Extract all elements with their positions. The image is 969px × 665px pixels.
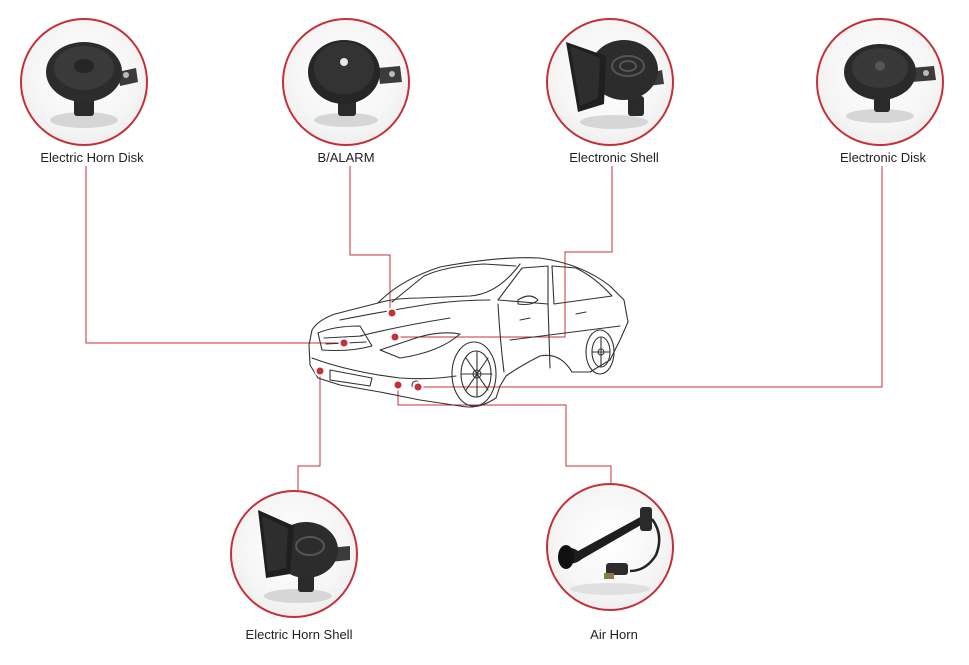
horn-location-markers: [314, 307, 424, 393]
product-b-alarm[interactable]: [282, 18, 410, 146]
electric-horn-disk-icon: [46, 42, 138, 128]
product-electric-horn-disk[interactable]: [20, 18, 148, 146]
marker-b-alarm: [386, 307, 398, 319]
product-label[interactable]: Electronic Shell: [569, 150, 659, 165]
air-horn-icon: [558, 507, 661, 595]
electronic-disk-horn-icon: [844, 44, 936, 123]
electronic-shell-horn-icon: [566, 40, 664, 129]
car-illustration: [308, 257, 629, 408]
product-label[interactable]: Electric Horn Disk: [40, 150, 144, 165]
product-label[interactable]: Air Horn: [590, 627, 638, 642]
electric-horn-shell-icon: [258, 510, 350, 603]
connector-line-b-alarm: [349, 166, 391, 312]
marker-electronic-disk: [412, 381, 424, 393]
product-electric-horn-shell[interactable]: [230, 490, 358, 618]
marker-air-horn: [392, 379, 404, 391]
connector-line-air-horn: [397, 385, 612, 483]
marker-electronic-shell: [389, 331, 401, 343]
connector-line-electric-horn-shell: [297, 371, 321, 490]
connector-line-electronic-disk: [418, 166, 883, 388]
product-electronic-shell[interactable]: [546, 18, 674, 146]
connector-line-electric-horn-disk: [85, 166, 344, 344]
connector-line-electronic-shell: [395, 166, 613, 338]
marker-electric-horn-disk: [338, 337, 350, 349]
product-label[interactable]: Electric Horn Shell: [245, 627, 353, 642]
product-electronic-disk[interactable]: [816, 18, 944, 146]
product-label[interactable]: Electronic Disk: [840, 150, 926, 165]
product-label[interactable]: B/ALARM: [317, 150, 375, 165]
b-alarm-horn-icon: [308, 40, 402, 127]
marker-electric-horn-shell: [314, 365, 326, 377]
product-air-horn[interactable]: [546, 483, 674, 611]
